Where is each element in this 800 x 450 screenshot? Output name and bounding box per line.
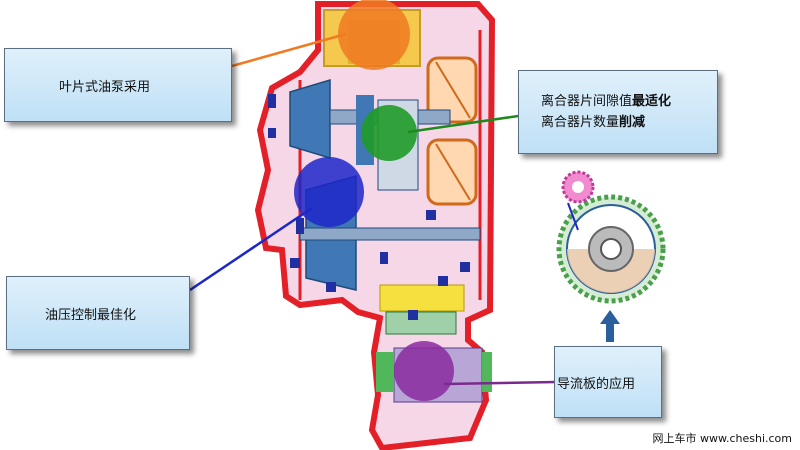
oil-leader-line xyxy=(189,206,313,292)
clutch-line-2-emphasis: 削减 xyxy=(619,115,646,130)
up-arrow-icon xyxy=(600,310,620,342)
gear-icon xyxy=(556,170,666,304)
clutch-line-1-text: 离合器片间隙值 xyxy=(541,94,633,109)
clutch-highlight xyxy=(361,105,417,161)
pump-leader-line xyxy=(231,32,347,68)
pump-highlight xyxy=(338,0,410,70)
clutch-line-2: 离合器片数量削减 xyxy=(541,112,645,133)
clutch-line-2-text: 离合器片数量 xyxy=(541,115,620,130)
clutch-callout: 离合器片间隙值最适化 离合器片数量削减 xyxy=(518,70,718,154)
oil-pressure-highlight xyxy=(294,157,364,227)
vane-pump-label: 叶片式油泵采用 xyxy=(59,79,151,95)
guide-plate-label: 导流板的应用 xyxy=(557,377,636,392)
vane-pump-callout: 叶片式油泵采用 xyxy=(4,48,232,122)
clutch-line-1: 离合器片间隙值最适化 xyxy=(541,91,671,112)
clutch-line-1-emphasis: 最适化 xyxy=(632,94,672,109)
clutch-leader-line xyxy=(407,114,519,134)
guide-plate-highlight xyxy=(394,341,454,401)
oil-pressure-callout: 油压控制最佳化 xyxy=(6,276,190,350)
watermark-text: 网上车市 www.cheshi.com xyxy=(652,432,792,445)
guide-leader-line xyxy=(443,380,557,386)
clutch-drums xyxy=(426,56,478,206)
seal-parts xyxy=(268,94,470,320)
guide-plate-callout: 导流板的应用 xyxy=(554,346,662,418)
oil-pressure-label: 油压控制最佳化 xyxy=(45,307,137,323)
